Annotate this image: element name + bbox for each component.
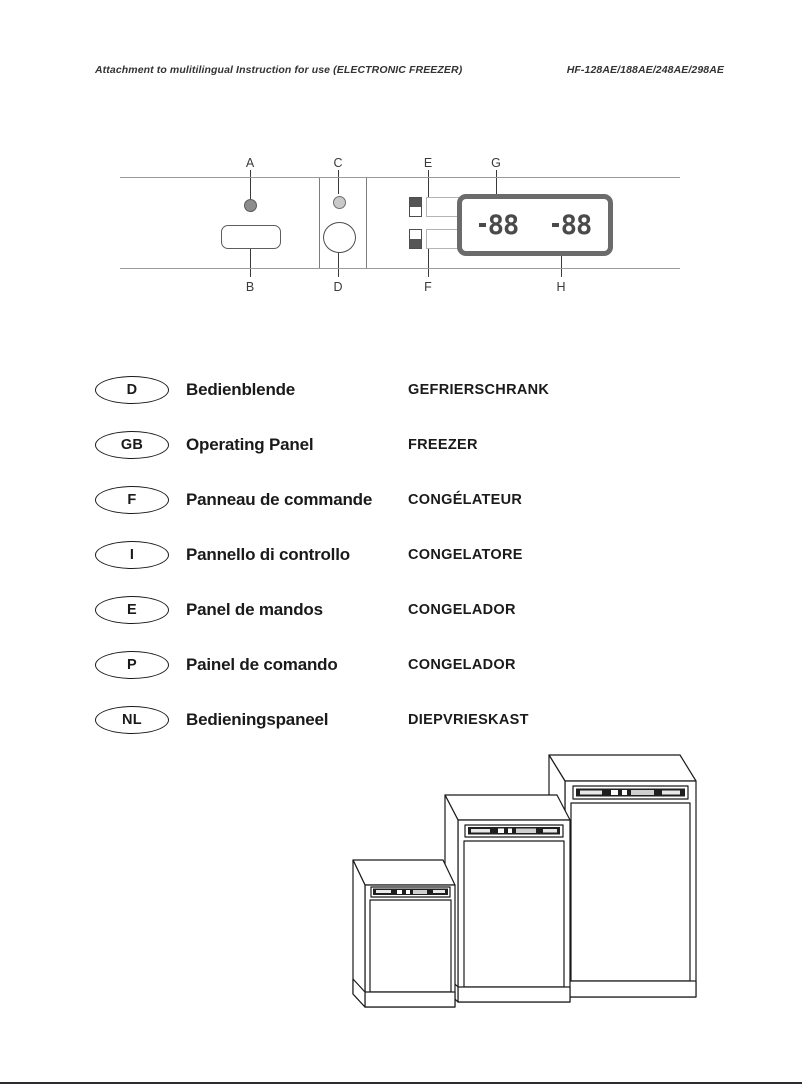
indicator-e-swatch-bottom bbox=[410, 207, 421, 216]
display-group-h: 88 bbox=[551, 209, 593, 241]
country-code-label: NL bbox=[122, 711, 142, 728]
appliance-term: GEFRIERSCHRANK bbox=[408, 381, 550, 398]
country-code-label: GB bbox=[120, 436, 144, 453]
knob-d[interactable] bbox=[323, 222, 356, 253]
callout-label-f: F bbox=[424, 280, 432, 294]
panel-term: Bedieningspaneel bbox=[186, 709, 329, 729]
callout-label-e: E bbox=[423, 156, 433, 170]
button-b[interactable] bbox=[221, 225, 281, 249]
appliance-term: CONGELADOR bbox=[408, 656, 516, 673]
leader-line-f bbox=[428, 238, 429, 277]
indicator-f-swatch-bottom bbox=[410, 239, 421, 248]
lcd-display: 88 88 bbox=[457, 194, 613, 256]
country-code-badge: I bbox=[95, 540, 169, 569]
led-indicator-c bbox=[333, 196, 346, 209]
callout-label-c: C bbox=[333, 156, 343, 170]
country-code-label: F bbox=[127, 491, 137, 508]
leader-line-d bbox=[338, 242, 339, 277]
led-indicator-a bbox=[244, 199, 257, 212]
display-value-right: 88 bbox=[560, 209, 593, 241]
callout-label-d: D bbox=[333, 280, 343, 294]
footer-rule bbox=[0, 1082, 802, 1084]
leader-line-c bbox=[338, 170, 339, 194]
appliance-term: FREEZER bbox=[408, 436, 478, 453]
country-code-badge: D bbox=[95, 375, 169, 404]
leader-line-e bbox=[428, 170, 429, 204]
table-row: P Painel de comando CONGELADOR bbox=[95, 637, 655, 692]
indicator-e bbox=[409, 197, 466, 217]
table-row: I Pannello di controllo CONGELATORE bbox=[95, 527, 655, 582]
panel-divider-left bbox=[319, 178, 320, 268]
display-minus-sign-left bbox=[478, 223, 486, 227]
control-panel-diagram: A C E G B D F H bbox=[120, 150, 680, 300]
indicator-f-swatch-top bbox=[410, 230, 421, 239]
freezer-cabinet-illustration bbox=[340, 745, 700, 1040]
leader-line-b bbox=[250, 237, 251, 277]
appliance-term: CONGÉLATEUR bbox=[408, 491, 523, 508]
country-code-badge: P bbox=[95, 650, 169, 679]
appliance-term: CONGELATORE bbox=[408, 546, 523, 563]
panel-rail-bottom bbox=[120, 268, 680, 269]
panel-divider-right bbox=[366, 178, 367, 268]
indicator-e-swatch bbox=[409, 197, 422, 217]
display-value-left: 88 bbox=[487, 209, 520, 241]
display-minus-sign-right bbox=[551, 223, 559, 227]
callout-label-h: H bbox=[556, 280, 566, 294]
table-row: F Panneau de commande CONGÉLATEUR bbox=[95, 472, 655, 527]
leader-line-a bbox=[250, 170, 251, 199]
table-row: GB Operating Panel FREEZER bbox=[95, 417, 655, 472]
panel-term: Panel de mandos bbox=[186, 599, 323, 619]
cabinet-small bbox=[352, 859, 456, 1008]
appliance-term: DIEPVRIESKAST bbox=[408, 711, 529, 728]
country-code-label: D bbox=[126, 381, 138, 398]
country-code-label: E bbox=[127, 601, 137, 618]
country-code-badge: NL bbox=[95, 705, 169, 734]
indicator-f-swatch bbox=[409, 229, 422, 249]
panel-term: Bedienblende bbox=[186, 379, 296, 399]
panel-term: Panneau de commande bbox=[186, 489, 373, 509]
country-code-badge: F bbox=[95, 485, 169, 514]
callout-label-g: G bbox=[491, 156, 501, 170]
indicator-e-swatch-top bbox=[410, 198, 421, 207]
table-row: E Panel de mandos CONGELADOR bbox=[95, 582, 655, 637]
header-title: Attachment to mulitilingual Instruction … bbox=[95, 64, 463, 76]
panel-term: Pannello di controllo bbox=[186, 544, 350, 564]
callout-label-a: A bbox=[245, 156, 255, 170]
callout-label-b: B bbox=[245, 280, 255, 294]
page-header: Attachment to mulitilingual Instruction … bbox=[95, 64, 724, 76]
header-model-number: HF-128AE/188AE/248AE/298AE bbox=[566, 64, 724, 76]
table-row: NL Bedieningspaneel DIEPVRIESKAST bbox=[95, 692, 655, 747]
table-row: D Bedienblende GEFRIERSCHRANK bbox=[95, 362, 655, 417]
indicator-f bbox=[409, 229, 466, 249]
control-panel: 88 88 bbox=[120, 177, 680, 269]
leader-line-g bbox=[496, 170, 497, 212]
cabinet-large bbox=[548, 754, 697, 998]
country-code-label: I bbox=[129, 546, 135, 563]
appliance-term: CONGELADOR bbox=[408, 601, 516, 618]
panel-rail-top bbox=[120, 177, 680, 178]
cabinet-medium bbox=[444, 794, 571, 1003]
country-code-badge: GB bbox=[95, 430, 169, 459]
panel-term: Painel de comando bbox=[186, 654, 338, 674]
country-code-badge: E bbox=[95, 595, 169, 624]
panel-term: Operating Panel bbox=[186, 434, 314, 454]
country-code-label: P bbox=[127, 656, 137, 673]
language-legend-table: D Bedienblende GEFRIERSCHRANK GB Operati… bbox=[95, 362, 655, 747]
display-group-g: 88 bbox=[478, 209, 520, 241]
